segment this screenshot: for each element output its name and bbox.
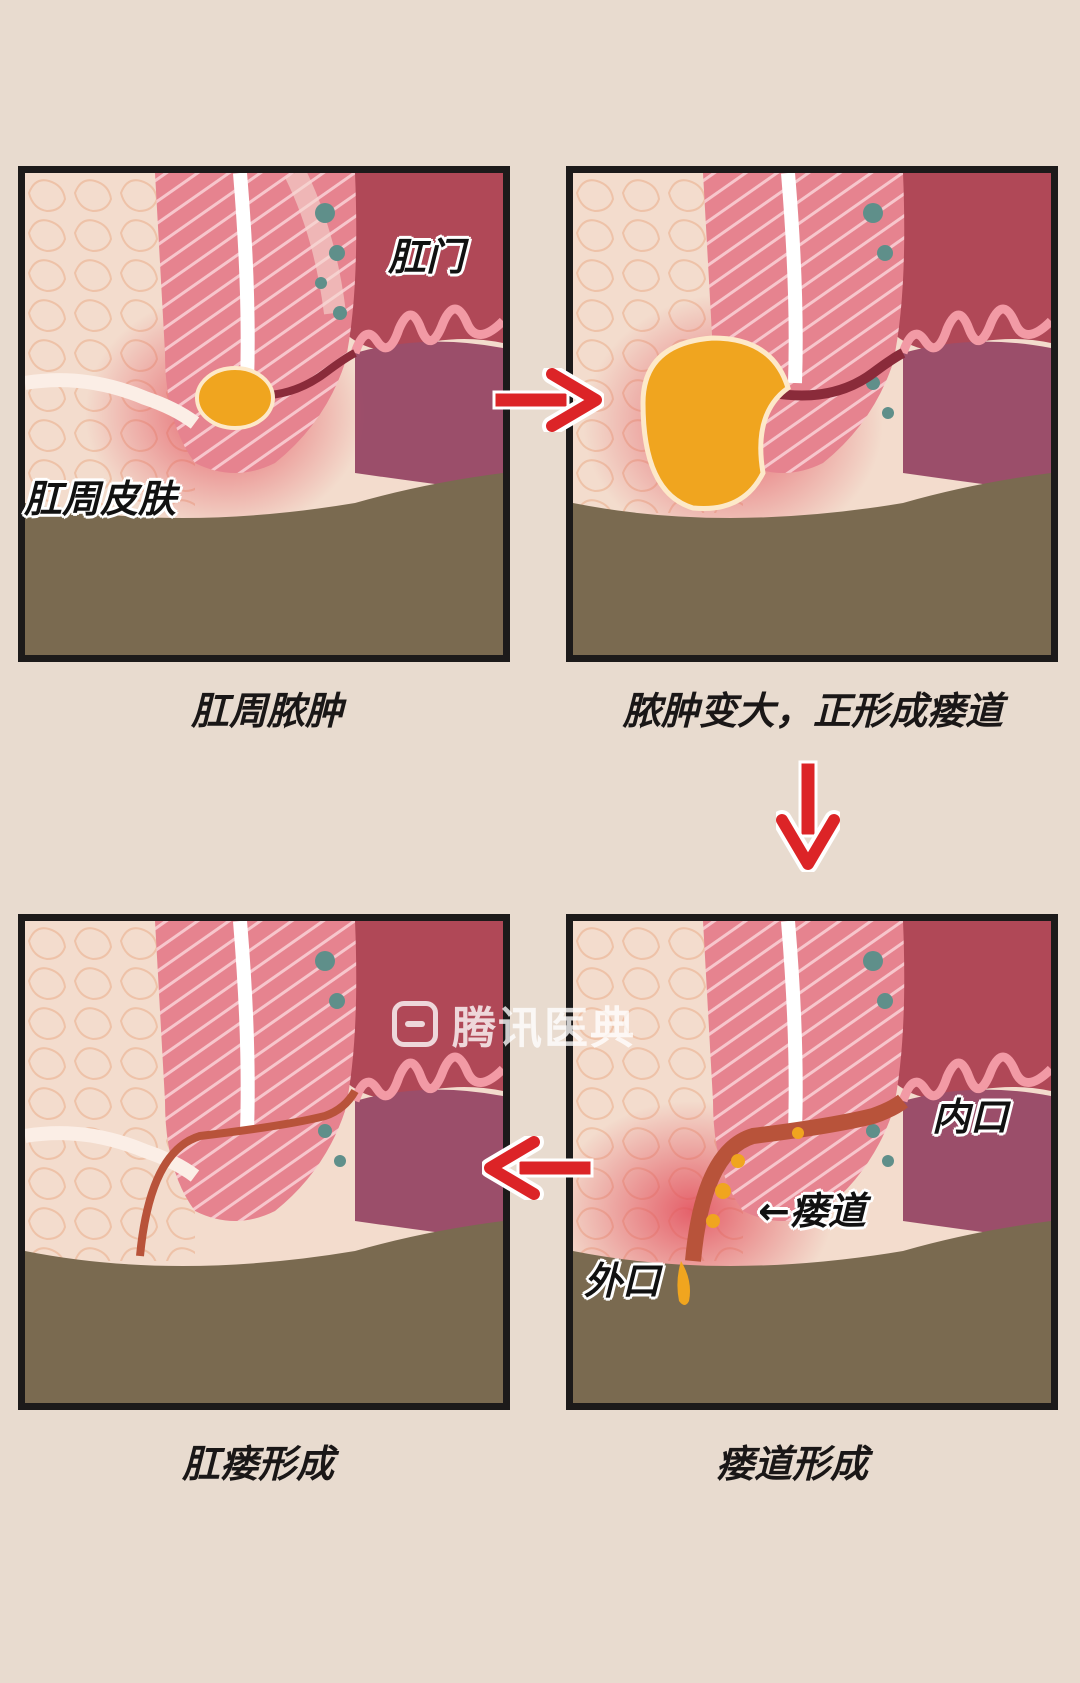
label-fistula-tract: ←瘘道 bbox=[758, 1189, 866, 1233]
arrow-left-icon bbox=[482, 1136, 594, 1200]
panel-anal-fistula bbox=[18, 914, 510, 1410]
label-anus: 肛门 bbox=[388, 235, 465, 279]
caption-fistula-tract-formed: 瘘道形成 bbox=[715, 1442, 869, 1486]
anatomy-illustration bbox=[25, 173, 503, 655]
caption-abscess-enlarging: 脓肿变大，正形成瘘道 bbox=[622, 689, 1004, 733]
arrow-right-icon bbox=[492, 368, 604, 432]
label-perianal-skin: 肛周皮肤 bbox=[24, 477, 177, 521]
label-internal-opening: 内口 bbox=[932, 1095, 1009, 1139]
anatomy-illustration bbox=[25, 921, 503, 1403]
panel-abscess-enlarging bbox=[566, 166, 1058, 662]
caption-anal-fistula-formed: 肛瘘形成 bbox=[181, 1442, 335, 1486]
anatomy-illustration bbox=[573, 173, 1051, 655]
panel-fistula-tract-forming bbox=[566, 914, 1058, 1410]
watermark: 腾讯医典 bbox=[392, 992, 636, 1056]
label-external-opening: 外口 bbox=[584, 1259, 661, 1303]
watermark-text: 腾讯医典 bbox=[452, 1003, 636, 1054]
caption-perianal-abscess: 肛周脓肿 bbox=[190, 689, 344, 733]
anatomy-illustration bbox=[573, 921, 1051, 1403]
arrow-down-icon bbox=[776, 760, 840, 872]
watermark-logo-icon bbox=[392, 1001, 438, 1047]
panel-perianal-abscess bbox=[18, 166, 510, 662]
